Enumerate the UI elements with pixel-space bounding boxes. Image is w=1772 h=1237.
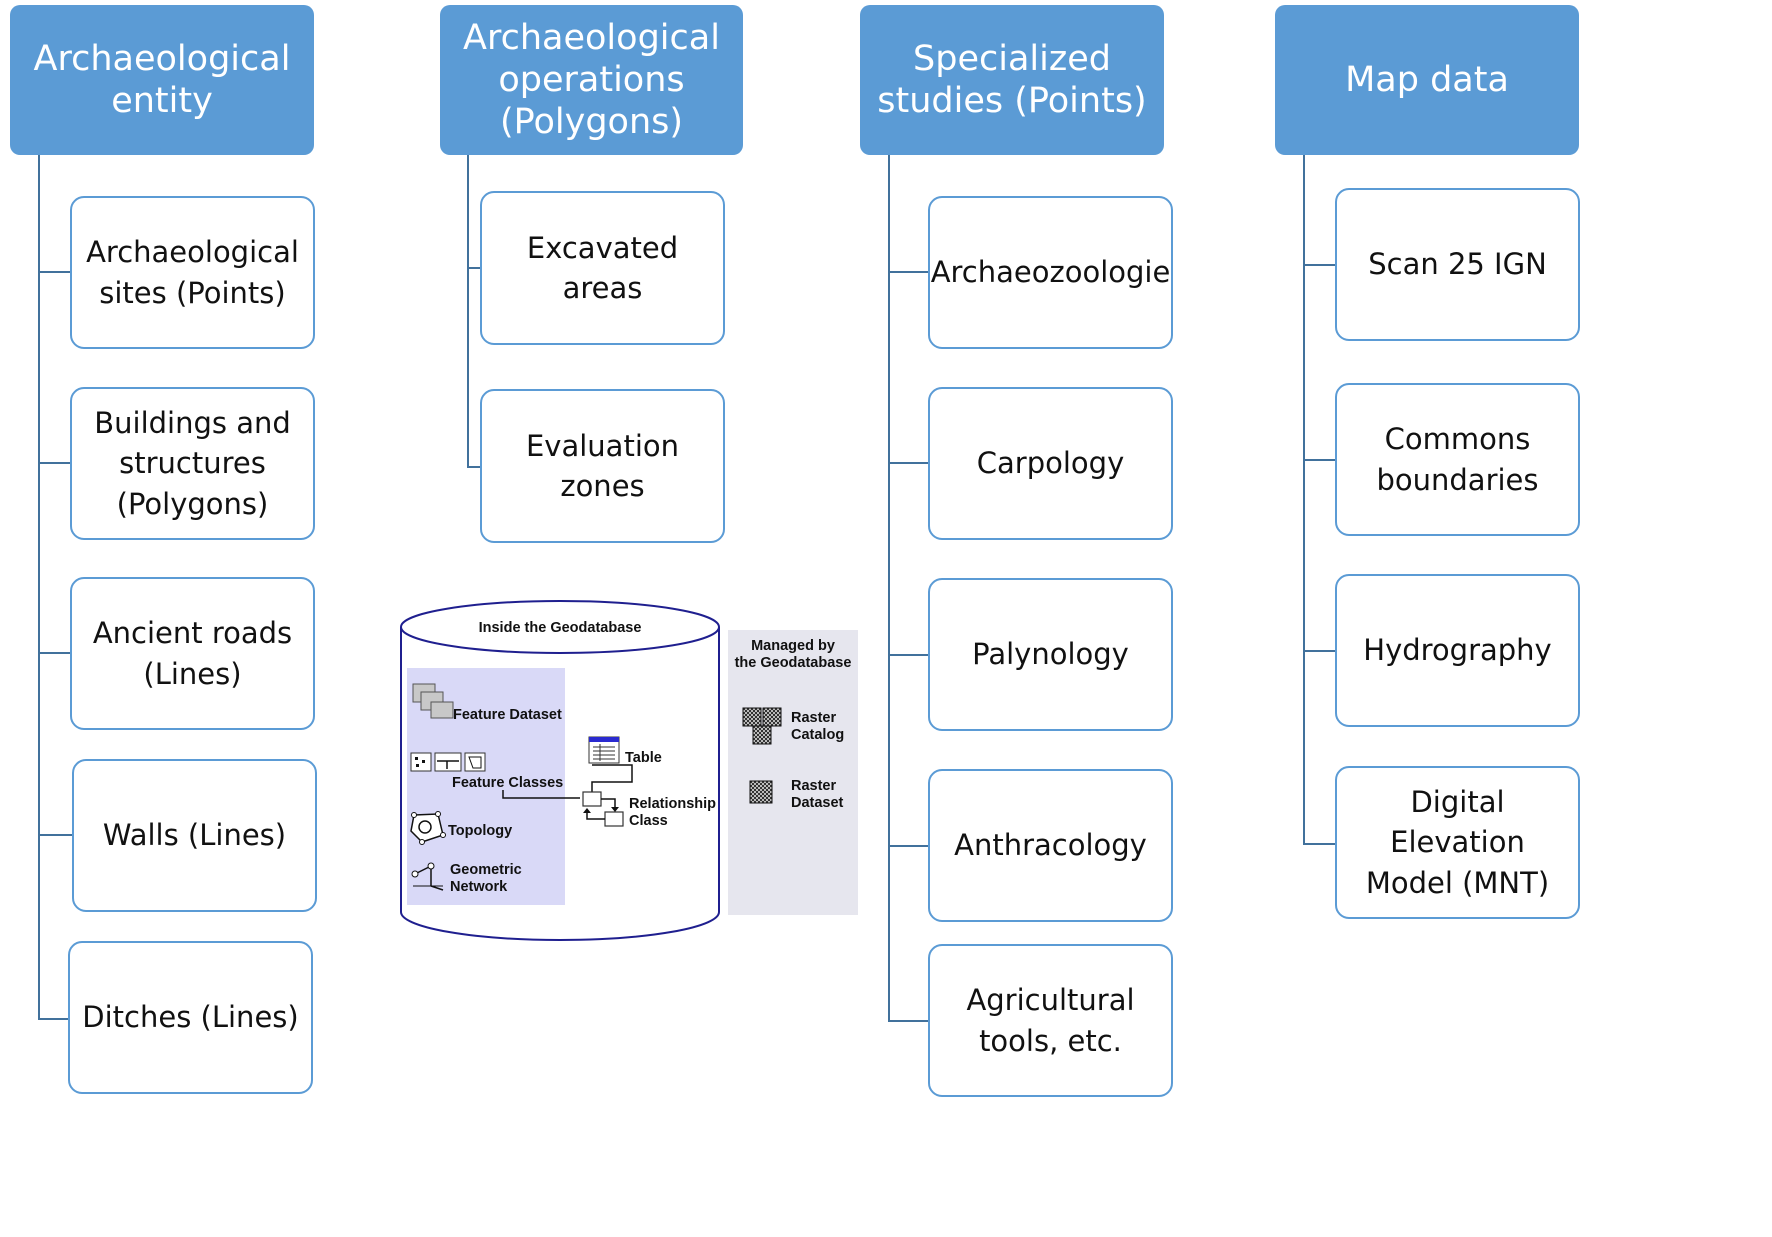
connector-branch <box>38 1018 68 1020</box>
connector-branch <box>38 834 72 836</box>
node-ancient-roads: Ancient roads (Lines) <box>70 577 315 730</box>
header-archaeological-entity: Archaeological entity <box>10 5 314 155</box>
node-excavated-areas: Excavated areas <box>480 191 725 345</box>
topology-label: Topology <box>448 823 513 839</box>
node-label: Walls (Lines) <box>102 818 287 853</box>
connector-branch <box>888 1020 928 1022</box>
connector-branch <box>1303 843 1335 845</box>
node-agricultural-tools: Agricultural tools, etc. <box>928 944 1173 1097</box>
raster-catalog-icon <box>742 707 782 745</box>
topology-icon <box>410 811 446 845</box>
node-digital-elevation-model: Digital Elevation Model (MNT) <box>1335 766 1580 919</box>
connector-branch <box>38 652 70 654</box>
connector-branch <box>38 271 70 273</box>
feature-dataset-label: Feature Dataset <box>453 707 562 723</box>
connector-branch <box>1303 459 1335 461</box>
header-label: Map data <box>1345 60 1509 100</box>
header-archaeological-operations: Archaeological operations (Polygons) <box>440 5 743 155</box>
node-label: Digital Elevation Model (MNT) <box>1365 785 1550 900</box>
node-label: Scan 25 IGN <box>1368 247 1547 282</box>
relationship-connector <box>502 764 633 799</box>
node-scan-25-ign: Scan 25 IGN <box>1335 188 1580 341</box>
feature-classes-label: Feature Classes <box>452 775 564 791</box>
node-walls: Walls (Lines) <box>72 759 317 912</box>
node-label: Commons boundaries <box>1376 422 1539 497</box>
node-archaeozoologie: Archaeozoologie <box>928 196 1173 349</box>
node-label: Anthracology <box>954 828 1147 863</box>
geometric-network-label: Geometric Network <box>450 862 522 895</box>
node-label: Carpology <box>976 446 1125 481</box>
table-label: Table <box>625 750 662 766</box>
node-label: Archaeozoologie <box>930 255 1171 290</box>
feature-dataset-icon <box>412 683 454 719</box>
connector-trunk <box>38 155 40 1020</box>
node-label: Agricultural tools, etc. <box>966 983 1135 1058</box>
node-label: Evaluation zones <box>525 428 679 503</box>
header-label: Archaeological entity <box>33 39 291 121</box>
node-commons-boundaries: Commons boundaries <box>1335 383 1580 536</box>
raster-dataset-icon <box>749 780 773 804</box>
connector-branch <box>38 462 70 464</box>
geodatabase-cylinder <box>400 600 858 941</box>
geometric-network-icon <box>411 862 444 891</box>
node-archaeological-sites: Archaeological sites (Points) <box>70 196 315 349</box>
raster-dataset-label: Raster Dataset <box>791 778 844 811</box>
node-label: Buildings and structures (Polygons) <box>94 406 291 521</box>
connector-branch <box>888 271 928 273</box>
node-anthracology: Anthracology <box>928 769 1173 922</box>
node-carpology: Carpology <box>928 387 1173 540</box>
relationship-class-label: Relationship Class <box>629 796 717 829</box>
header-label: Archaeological operations (Polygons) <box>463 18 720 142</box>
header-label: Specialized studies (Points) <box>877 39 1147 121</box>
node-label: Ancient roads (Lines) <box>92 616 293 691</box>
header-map-data: Map data <box>1275 5 1579 155</box>
connector-branch <box>888 462 928 464</box>
connector-branch <box>1303 650 1335 652</box>
geodatabase-title: Inside the Geodatabase <box>478 620 642 636</box>
node-palynology: Palynology <box>928 578 1173 731</box>
node-label: Ditches (Lines) <box>82 1000 299 1035</box>
geodatabase-figure: Inside the Geodatabase Feature Dataset F… <box>395 600 975 1080</box>
connector-branch <box>888 845 928 847</box>
table-icon <box>588 736 620 764</box>
connector-branch <box>1303 264 1335 266</box>
connector-trunk <box>888 155 890 1022</box>
node-evaluation-zones: Evaluation zones <box>480 389 725 543</box>
connector-branch <box>888 654 928 656</box>
feature-classes-icon <box>410 752 486 772</box>
relationship-class-icon <box>582 791 624 827</box>
node-label: Hydrography <box>1363 633 1552 668</box>
managed-title: Managed by the Geodatabase <box>734 638 852 671</box>
connector-trunk <box>467 155 469 468</box>
node-label: Palynology <box>972 637 1129 672</box>
node-label: Excavated areas <box>526 230 679 305</box>
raster-catalog-label: Raster Catalog <box>791 710 845 743</box>
node-label: Archaeological sites (Points) <box>86 235 299 310</box>
connector-branch <box>467 267 480 269</box>
node-hydrography: Hydrography <box>1335 574 1580 727</box>
connector-branch <box>467 466 480 468</box>
connector-trunk <box>1303 155 1305 845</box>
node-buildings-structures: Buildings and structures (Polygons) <box>70 387 315 540</box>
node-ditches: Ditches (Lines) <box>68 941 313 1094</box>
header-specialized-studies: Specialized studies (Points) <box>860 5 1164 155</box>
